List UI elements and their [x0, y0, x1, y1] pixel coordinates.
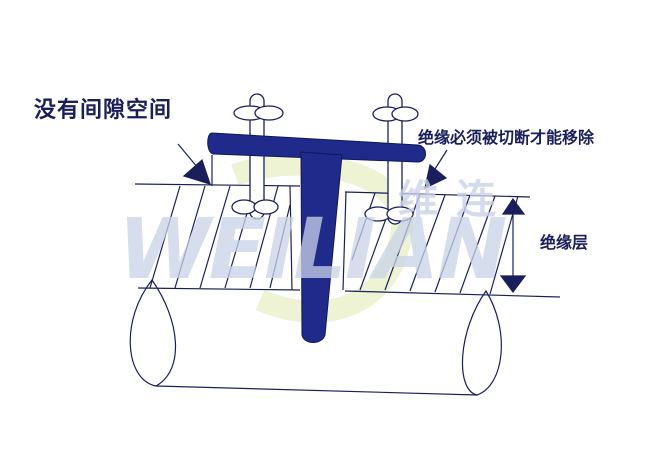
- no-gap-label: 没有间隙空间: [34, 98, 173, 123]
- watermark-chinese: 维连: [398, 177, 514, 223]
- thickness-dimension-arrow: [499, 197, 527, 293]
- t-marker: [207, 132, 426, 343]
- pipe: [129, 278, 502, 396]
- must-cut-label: 绝缘必须被切断才能移除: [418, 128, 595, 147]
- insulation-layer-label: 绝缘层: [540, 233, 589, 252]
- pin-left: [231, 93, 284, 220]
- watermark-latin: WEILIAN: [118, 200, 507, 298]
- gap-arrow-right: [424, 149, 448, 190]
- gap-arrow-left: [177, 143, 211, 185]
